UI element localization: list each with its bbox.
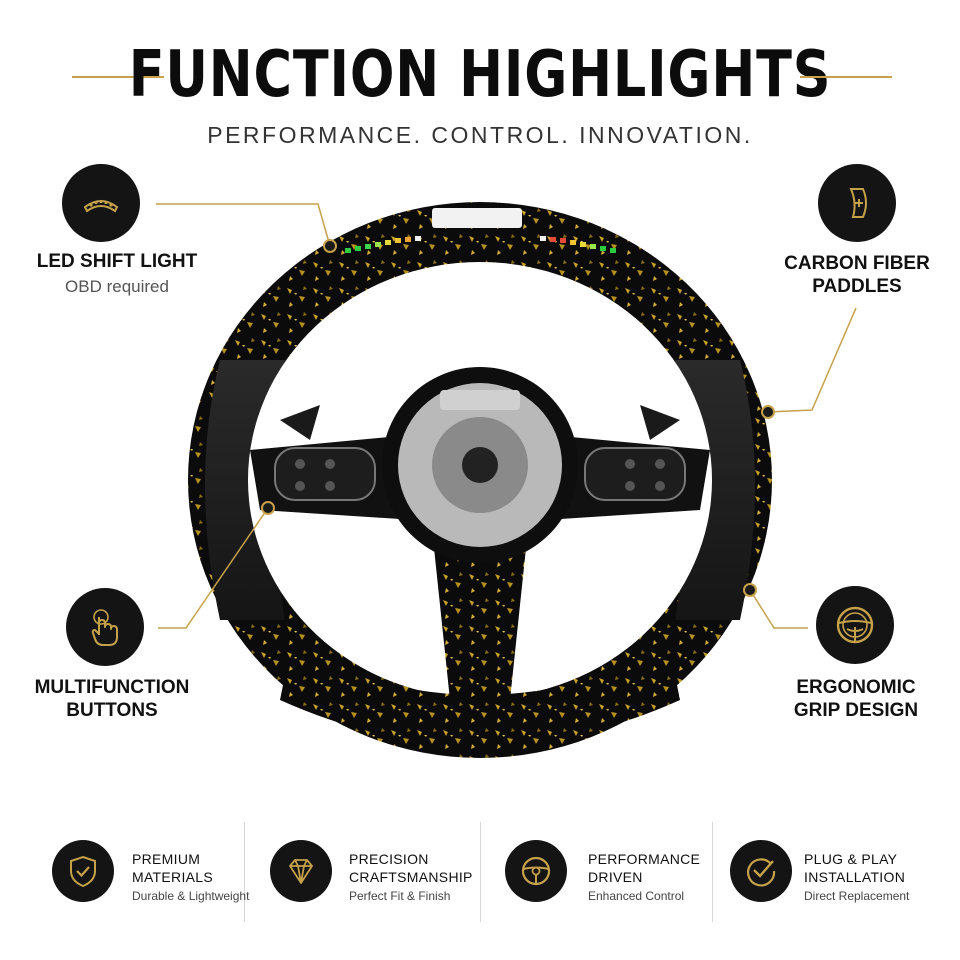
check-circle-icon [730, 840, 792, 902]
divider-3 [712, 822, 713, 922]
shield-check-icon [52, 840, 114, 902]
page-subtitle: PERFORMANCE. CONTROL. INNOVATION. [207, 122, 753, 148]
carbon-fiber-paddles-label: CARBON FIBER PADDLES [784, 253, 930, 297]
steering-wheel-icon [505, 840, 567, 902]
led-bar-icon [62, 164, 140, 242]
bottom-item-3-title: PERFORMANCE DRIVEN [588, 851, 701, 885]
led-strip [345, 236, 616, 253]
diamond-icon [270, 840, 332, 902]
paddle-shifter-icon [818, 164, 896, 242]
hand-pointer-icon [66, 588, 144, 666]
steering-wheel-icon [816, 586, 894, 664]
title-rule-right [800, 76, 892, 78]
bottom-item-1-sub: Durable & Lightweight [132, 889, 250, 903]
steering-wheel-image [188, 202, 772, 758]
bottom-item-4-title: PLUG & PLAY INSTALLATION [804, 851, 906, 885]
bottom-item-2-sub: Perfect Fit & Finish [349, 889, 451, 903]
divider-1 [244, 822, 245, 922]
title-rule-left [72, 76, 164, 78]
led-shift-light-sub: OBD required [65, 277, 169, 296]
bottom-item-3-sub: Enhanced Control [588, 889, 685, 903]
bottom-item-2-title: PRECISION CRAFTSMANSHIP [349, 851, 473, 885]
page-title: FUNCTION HIGHLIGHTS [128, 38, 832, 112]
bottom-item-1-title: PREMIUM MATERIALS [132, 851, 214, 885]
ergonomic-grip-label: ERGONOMIC GRIP DESIGN [793, 677, 919, 721]
led-shift-light-label: LED SHIFT LIGHT [36, 251, 198, 272]
bottom-item-4-sub: Direct Replacement [804, 889, 910, 903]
multifunction-buttons-label: MULTIFUNCTION BUTTONS [34, 677, 190, 721]
divider-2 [480, 822, 481, 922]
